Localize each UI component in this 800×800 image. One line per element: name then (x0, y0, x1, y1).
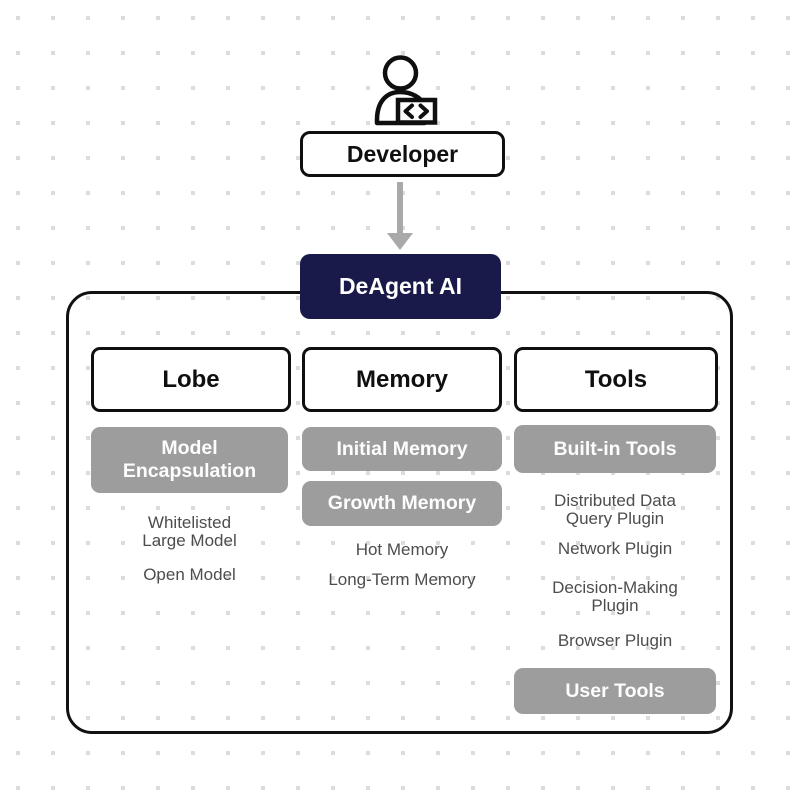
network-plugin-item: Network Plugin (557, 539, 673, 558)
tools-header: Tools (514, 347, 718, 412)
built-in-tools-label: Built-in Tools (553, 437, 677, 460)
arrow-stem (397, 182, 403, 235)
deagent-ai-node: DeAgent AI (300, 254, 501, 319)
developer-icon (374, 55, 438, 126)
growth-memory-label: Growth Memory (327, 492, 477, 515)
arrow-down-icon (386, 182, 414, 250)
initial-memory-box: Initial Memory (302, 427, 502, 471)
model-encapsulation-box: Model Encapsulation (91, 427, 288, 493)
lobe-header: Lobe (91, 347, 291, 412)
built-in-tools-box: Built-in Tools (514, 425, 716, 473)
code-chevron-right-icon (418, 103, 429, 119)
developer-label: Developer (346, 140, 459, 167)
initial-memory-label: Initial Memory (336, 437, 468, 460)
arrow-head (387, 233, 413, 250)
laptop-shape (395, 97, 438, 125)
person-head-shape (382, 55, 419, 91)
decision-making-plugin-item: Decision-Making Plugin (552, 578, 678, 615)
browser-plugin-item: Browser Plugin (557, 631, 673, 650)
memory-header: Memory (302, 347, 502, 412)
lobe-header-label: Lobe (162, 365, 220, 393)
open-model-item: Open Model (143, 565, 236, 584)
user-tools-label: User Tools (565, 679, 665, 702)
distributed-data-query-plugin-item: Distributed Data Query Plugin (554, 491, 676, 528)
growth-memory-box: Growth Memory (302, 481, 502, 526)
model-encapsulation-label: Model Encapsulation (122, 437, 257, 482)
long-term-memory-item: Long-Term Memory (328, 570, 476, 589)
user-tools-box: User Tools (514, 668, 716, 714)
deagent-ai-label: DeAgent AI (338, 273, 463, 299)
developer-node: Developer (300, 131, 505, 177)
code-chevron-left-icon (403, 103, 414, 119)
memory-header-label: Memory (355, 365, 449, 393)
tools-header-label: Tools (584, 365, 648, 393)
whitelisted-large-model-item: Whitelisted Large Model (142, 513, 237, 550)
hot-memory-item: Hot Memory (355, 540, 449, 559)
